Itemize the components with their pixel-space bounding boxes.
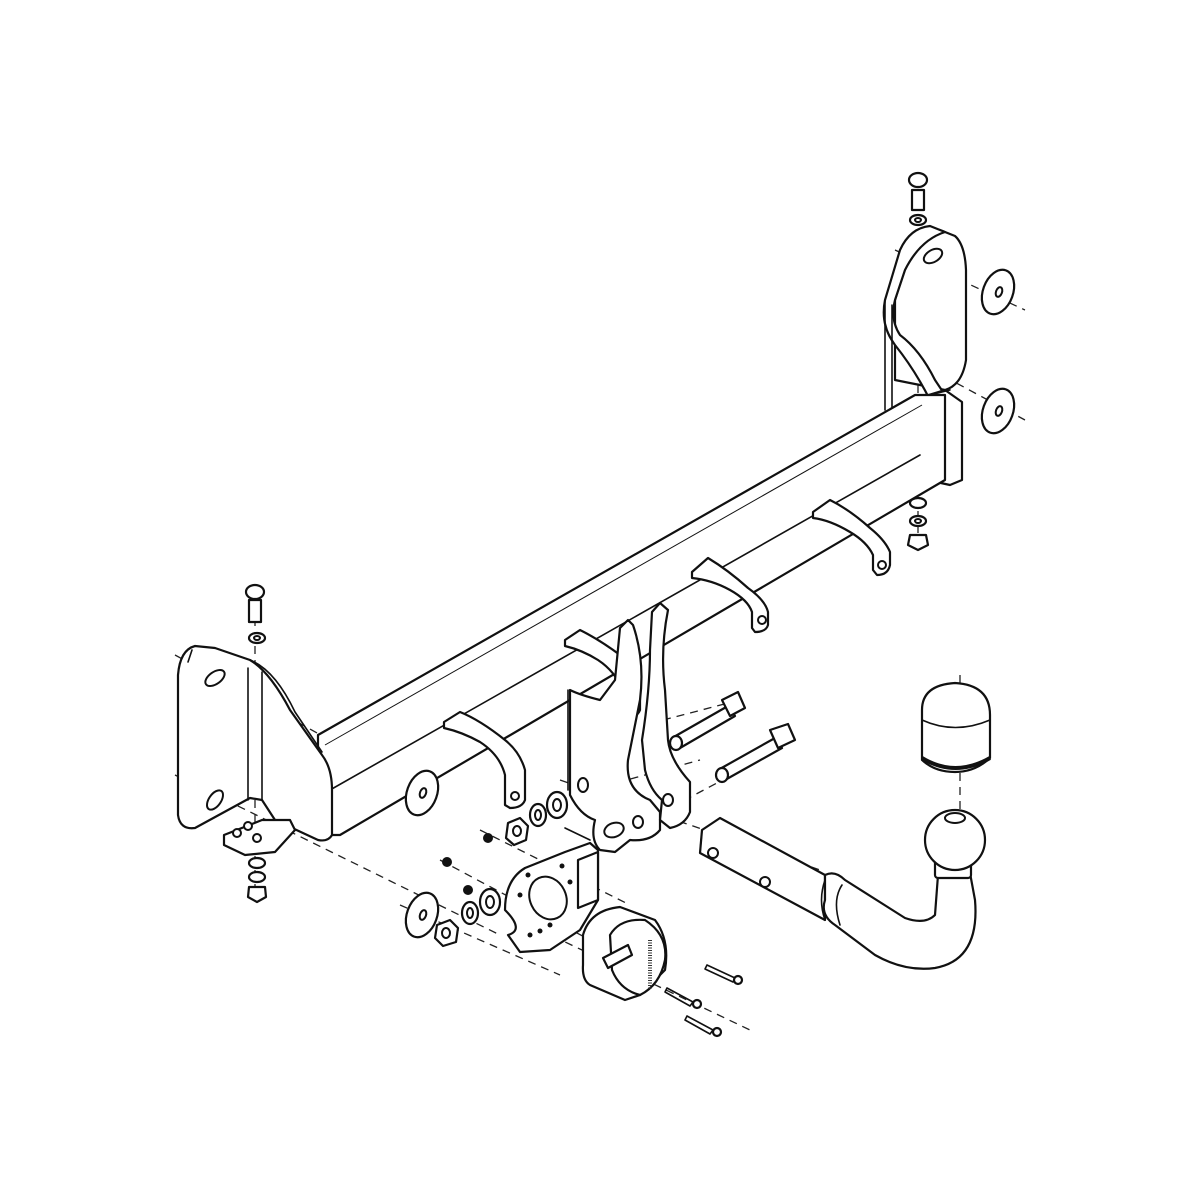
ball-cap xyxy=(920,681,992,774)
fasteners xyxy=(244,171,930,948)
large-washers xyxy=(404,268,1016,939)
crossbar xyxy=(316,393,947,837)
bolts-small xyxy=(664,964,744,1038)
bracket-left xyxy=(176,644,334,857)
hangers xyxy=(442,498,892,810)
electrical-socket xyxy=(581,905,668,1002)
ball-mount-plates xyxy=(567,601,692,854)
socket-plate xyxy=(503,827,600,954)
bolts-large xyxy=(668,690,797,784)
tow-arm xyxy=(698,808,987,970)
